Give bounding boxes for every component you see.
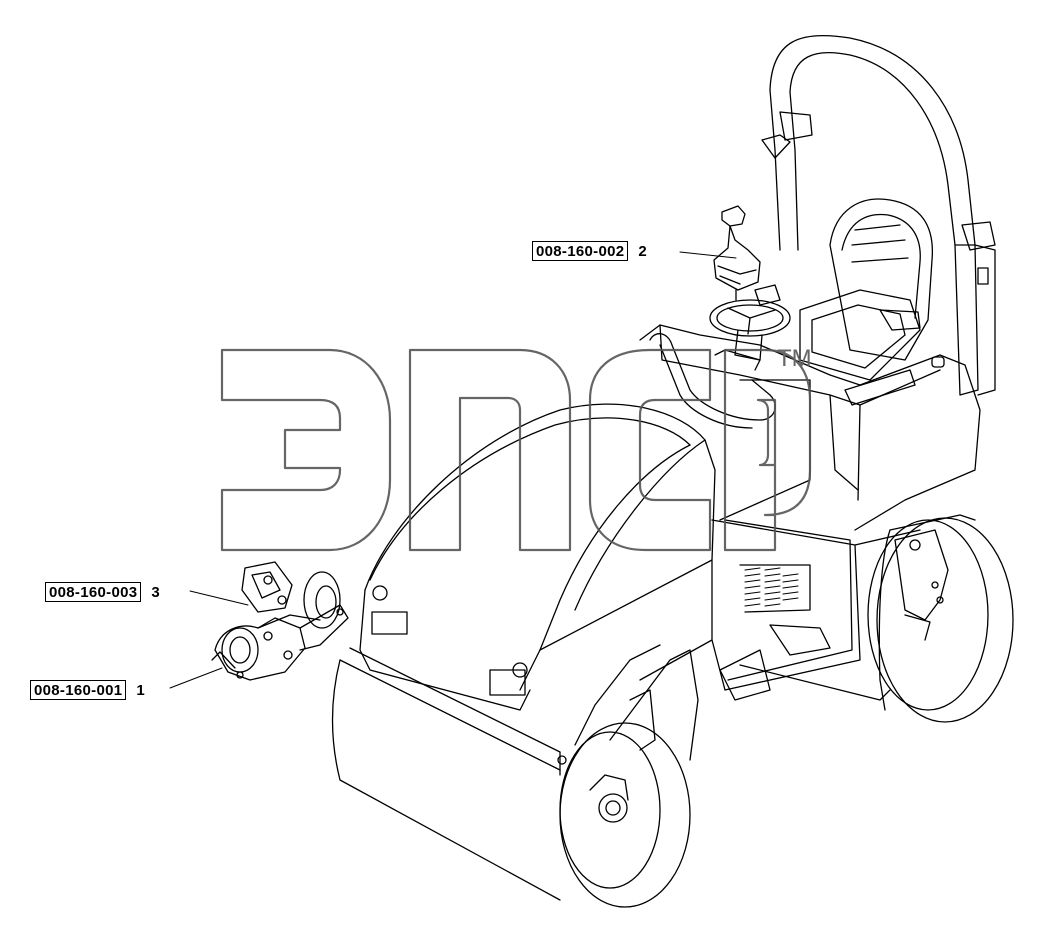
front-hood	[359, 403, 716, 711]
seat	[799, 198, 934, 381]
callout-3: 008-160-003 3	[45, 582, 160, 602]
part-number-3: 3	[151, 583, 160, 601]
part-code-link-1[interactable]: 008-160-001	[30, 680, 127, 700]
part-number-2: 2	[638, 242, 647, 260]
rear-drum	[867, 514, 1014, 723]
steering-wheel	[709, 284, 791, 361]
scraper-assembly	[211, 561, 349, 681]
part-number-1: 1	[136, 681, 145, 699]
center-frame	[711, 519, 921, 701]
callout-2: 008-160-002 2	[532, 241, 647, 261]
handrail	[649, 333, 776, 429]
watermark-tm: TM	[777, 345, 812, 372]
part-code-link-2[interactable]: 008-160-002	[532, 241, 629, 261]
front-drum	[331, 644, 699, 908]
part-code-link-3[interactable]: 008-160-003	[45, 582, 142, 602]
rollover-bar	[761, 34, 996, 396]
leader-lines	[169, 251, 737, 689]
watermark-logo	[220, 348, 812, 552]
platform	[639, 324, 981, 531]
joystick	[713, 205, 761, 301]
callout-1: 008-160-001 1	[30, 680, 145, 700]
